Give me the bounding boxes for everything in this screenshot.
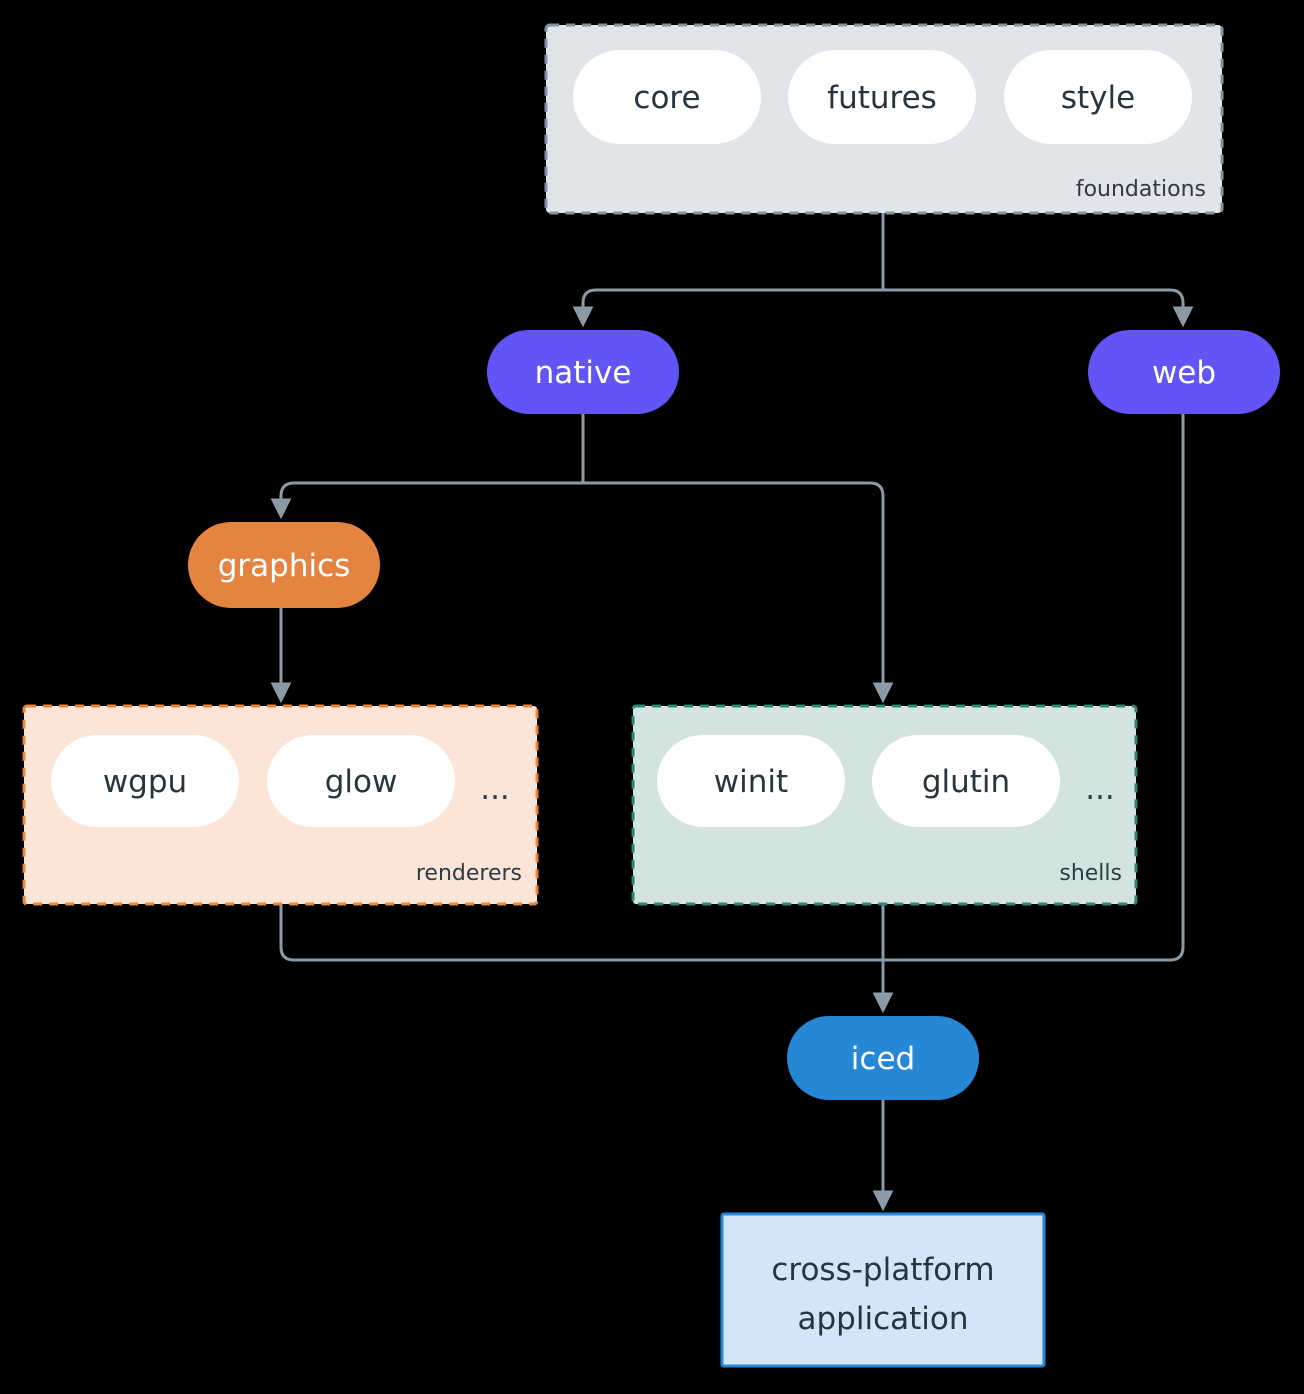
node-native-label: native [535,355,632,391]
chip-winit-label: winit [714,764,788,800]
node-graphics-label: graphics [218,548,351,584]
node-web-label: web [1152,355,1216,391]
node-application-label-line1: cross-platform [771,1252,994,1288]
renderers-ellipsis: ... [480,771,510,807]
chip-glutin-label: glutin [922,764,1010,800]
node-application[interactable]: cross-platform application [720,1212,1046,1368]
edge-native-to-graphics [270,481,583,520]
chip-winit[interactable] [657,735,845,827]
node-graphics-shape[interactable] [188,522,380,608]
foundations-group-label: foundations [1076,177,1206,202]
edge-layer [270,213,1194,1212]
edge-native-to-shells [583,481,894,704]
chip-glow[interactable] [267,735,455,827]
node-iced-shape[interactable] [787,1016,979,1100]
node-native[interactable]: native [487,330,679,414]
node-native-shape[interactable] [487,330,679,414]
group-renderers: wgpu glow ... renderers [22,704,539,906]
chip-core[interactable] [573,50,761,144]
group-foundations: core futures style foundations [544,23,1224,215]
chip-wgpu-label: wgpu [103,764,187,800]
node-application-shape[interactable] [720,1212,1046,1368]
chip-style[interactable] [1004,50,1192,144]
edge-foundations-to-native [572,288,883,328]
chip-style-label: style [1061,80,1135,116]
edge-web-to-merge [883,412,1185,962]
chip-futures[interactable] [788,50,976,144]
chip-glutin[interactable] [872,735,1060,827]
renderers-group-label: renderers [416,861,522,886]
node-web-shape[interactable] [1088,330,1280,414]
shells-ellipsis: ... [1085,771,1115,807]
node-web[interactable]: web [1088,330,1280,414]
chip-wgpu[interactable] [51,735,239,827]
shells-group-label: shells [1059,861,1122,886]
chip-futures-label: futures [827,80,937,116]
node-iced[interactable]: iced [787,1016,979,1100]
node-iced-label: iced [851,1041,915,1077]
edge-renderers-to-merge [279,904,883,962]
node-graphics[interactable]: graphics [188,522,380,608]
edge-foundations-to-web [883,288,1194,328]
chip-glow-label: glow [325,764,398,800]
node-application-label-line2: application [798,1301,969,1337]
chip-core-label: core [633,80,700,116]
group-shells: winit glutin ... shells [631,704,1138,906]
